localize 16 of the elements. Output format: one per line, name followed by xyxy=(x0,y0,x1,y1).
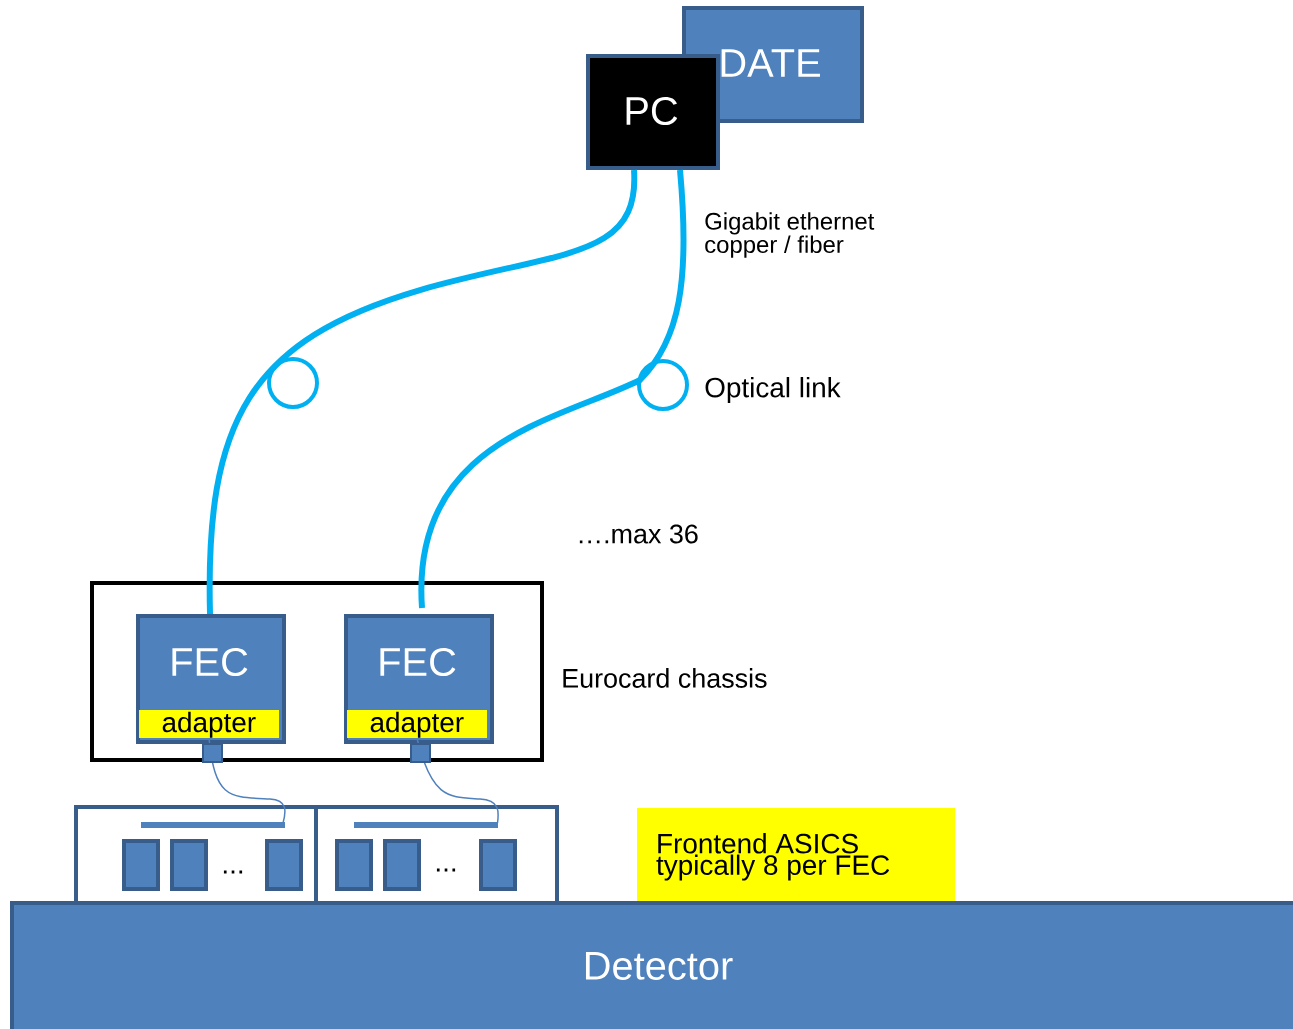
chassis-frame xyxy=(90,581,544,762)
adapter-strip: adapter xyxy=(139,710,279,738)
cable-label: Gigabit ethernet copper / fiber xyxy=(705,212,875,258)
ellipsis-text: ... xyxy=(436,868,456,872)
cable-label: Optical link xyxy=(705,377,841,403)
cable xyxy=(208,737,286,824)
ellipsis-text: ... xyxy=(223,870,243,874)
node-caption: Eurocard chassis xyxy=(563,668,767,688)
note-text: ….max 36 xyxy=(579,524,698,544)
note-box: Frontend ASICS typically 8 per FEC xyxy=(637,808,955,902)
cable xyxy=(419,169,687,609)
cable xyxy=(206,169,637,615)
pc-box: PC xyxy=(586,54,720,170)
adapter-strip: adapter xyxy=(347,710,487,738)
cable xyxy=(416,737,499,824)
detector-bar: Detector xyxy=(10,901,1293,1029)
